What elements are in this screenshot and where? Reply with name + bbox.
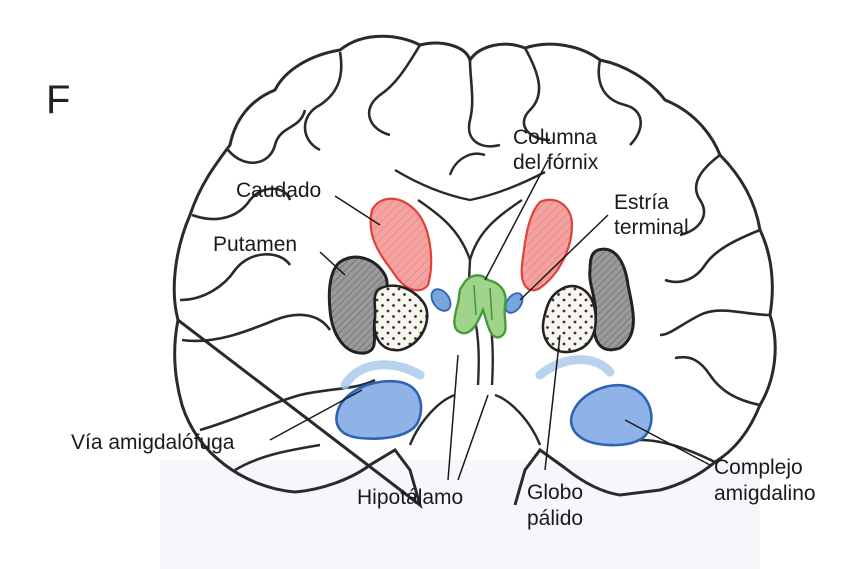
label-putamen: Putamen — [213, 232, 297, 257]
label-estria-line2: terminal — [614, 215, 689, 240]
label-via-amigdalofuga: Vía amigdalófuga — [71, 430, 234, 455]
globus-pallidus-left — [374, 286, 427, 351]
caudate-right — [522, 200, 572, 290]
putamen-right — [590, 249, 634, 350]
label-complejo-line2: amigdalino — [714, 481, 816, 506]
panel-letter: F — [46, 78, 70, 123]
stria-terminalis-left — [428, 286, 455, 315]
amygdala-right — [571, 385, 651, 445]
label-complejo-line1: Complejo — [714, 455, 803, 480]
globus-pallidus-right — [543, 286, 596, 352]
amygdala-left — [336, 381, 421, 438]
label-columna-line2: del fórnix — [513, 150, 598, 175]
label-columna-line1: Columna — [513, 125, 597, 150]
label-globo-line1: Globo — [527, 480, 583, 505]
fornix-column — [454, 275, 505, 337]
label-globo-line2: pálido — [527, 506, 583, 531]
label-caudado: Caudado — [236, 178, 321, 203]
label-hipotalamo: Hipotálamo — [357, 485, 463, 510]
label-estria-line1: Estría — [614, 190, 669, 215]
